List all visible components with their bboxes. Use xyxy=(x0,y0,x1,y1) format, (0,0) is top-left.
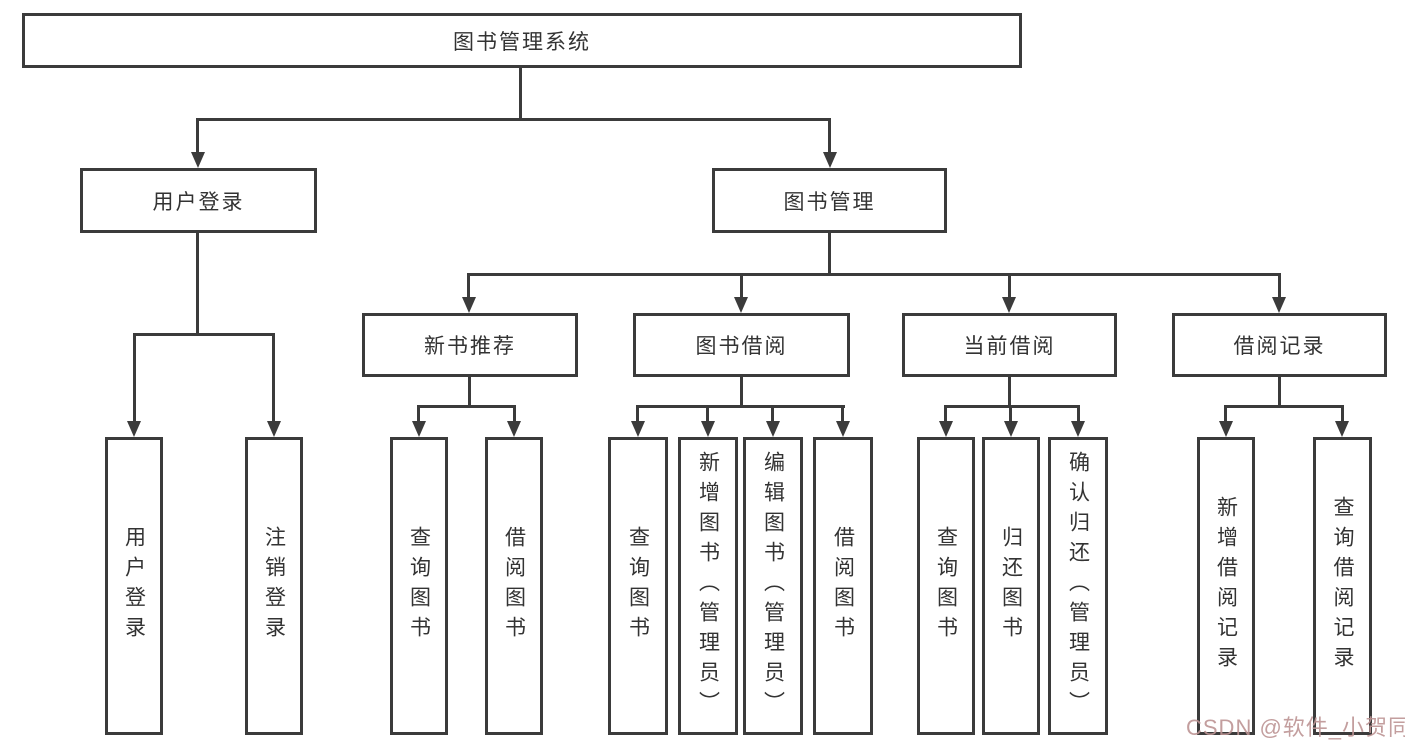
connector-drop-book-management xyxy=(828,118,831,153)
connector-drop xyxy=(1077,405,1080,421)
watermark: CSDN @软件_小贺同学 xyxy=(1186,715,1405,740)
leaf-borrow-books: 借阅图书 xyxy=(813,437,873,735)
node-current-borrow: 当前借阅 xyxy=(902,313,1117,377)
arrow-down-icon xyxy=(191,152,205,168)
arrow-down-icon xyxy=(507,421,521,437)
connector-drop-new-book xyxy=(467,273,470,297)
arrow-down-icon xyxy=(939,421,953,437)
connector-current-borrow-bus xyxy=(944,405,1080,408)
connector-current-borrow-stem xyxy=(1008,377,1011,408)
arrow-down-icon xyxy=(1004,421,1018,437)
leaf-logout: 注销登录 xyxy=(245,437,303,735)
arrow-down-icon xyxy=(267,421,281,437)
leaf-confirm-return-admin: 确认归还（管理员） xyxy=(1048,437,1108,735)
connector-drop-current-borrow xyxy=(1008,273,1011,297)
arrow-down-icon xyxy=(1335,421,1349,437)
node-book-borrow: 图书借阅 xyxy=(633,313,850,377)
connector-drop xyxy=(944,405,947,421)
connector-drop xyxy=(513,405,516,421)
leaf-user-login: 用户登录 xyxy=(105,437,163,735)
arrow-down-icon xyxy=(412,421,426,437)
connector-drop xyxy=(417,405,420,421)
connector-borrow-records-bus xyxy=(1224,405,1344,408)
connector-user-login-stem xyxy=(196,233,199,336)
connector-level2-bus xyxy=(196,118,831,121)
connector-drop xyxy=(636,405,639,421)
arrow-down-icon xyxy=(1219,421,1233,437)
node-borrow-records: 借阅记录 xyxy=(1172,313,1387,377)
arrow-down-icon xyxy=(127,421,141,437)
connector-borrow-records-stem xyxy=(1278,377,1281,408)
connector-drop xyxy=(841,405,844,421)
leaf-query-books-borrow: 查询图书 xyxy=(608,437,668,735)
arrow-down-icon xyxy=(734,297,748,313)
connector-drop xyxy=(771,405,774,421)
connector-drop xyxy=(706,405,709,421)
connector-drop xyxy=(1224,405,1227,421)
connector-drop-borrow-records xyxy=(1278,273,1281,297)
connector-drop-user-login xyxy=(196,118,199,153)
connector-level3-bus xyxy=(467,273,1281,276)
leaf-edit-books-admin: 编辑图书（管理员） xyxy=(743,437,803,735)
connector-drop-leaf-user-login xyxy=(133,333,136,421)
arrow-down-icon xyxy=(1272,297,1286,313)
connector-drop-leaf-logout xyxy=(272,333,275,421)
arrow-down-icon xyxy=(462,297,476,313)
leaf-add-borrow-record: 新增借阅记录 xyxy=(1197,437,1255,735)
connector-drop xyxy=(1341,405,1344,421)
arrow-down-icon xyxy=(766,421,780,437)
node-user-login: 用户登录 xyxy=(80,168,317,233)
connector-new-book-stem xyxy=(468,377,471,408)
connector-drop xyxy=(1009,405,1012,421)
connector-new-book-bus xyxy=(417,405,516,408)
connector-drop-book-borrow xyxy=(740,273,743,297)
node-root: 图书管理系统 xyxy=(22,13,1022,68)
arrow-down-icon xyxy=(631,421,645,437)
leaf-query-books-recommend: 查询图书 xyxy=(390,437,448,735)
node-new-book-recommend: 新书推荐 xyxy=(362,313,578,377)
connector-book-borrow-stem xyxy=(740,377,743,408)
leaf-query-borrow-record: 查询借阅记录 xyxy=(1313,437,1372,735)
arrow-down-icon xyxy=(1002,297,1016,313)
arrow-down-icon xyxy=(836,421,850,437)
leaf-add-books-admin: 新增图书（管理员） xyxy=(678,437,738,735)
arrow-down-icon xyxy=(701,421,715,437)
connector-book-borrow-bus xyxy=(636,405,845,408)
connector-user-login-bus xyxy=(133,333,275,336)
connector-root-stem xyxy=(519,68,522,118)
leaf-return-books: 归还图书 xyxy=(982,437,1040,735)
arrow-down-icon xyxy=(823,152,837,168)
leaf-query-books-current: 查询图书 xyxy=(917,437,975,735)
arrow-down-icon xyxy=(1071,421,1085,437)
node-book-management: 图书管理 xyxy=(712,168,947,233)
leaf-borrow-books-recommend: 借阅图书 xyxy=(485,437,543,735)
connector-book-management-stem xyxy=(828,233,831,276)
